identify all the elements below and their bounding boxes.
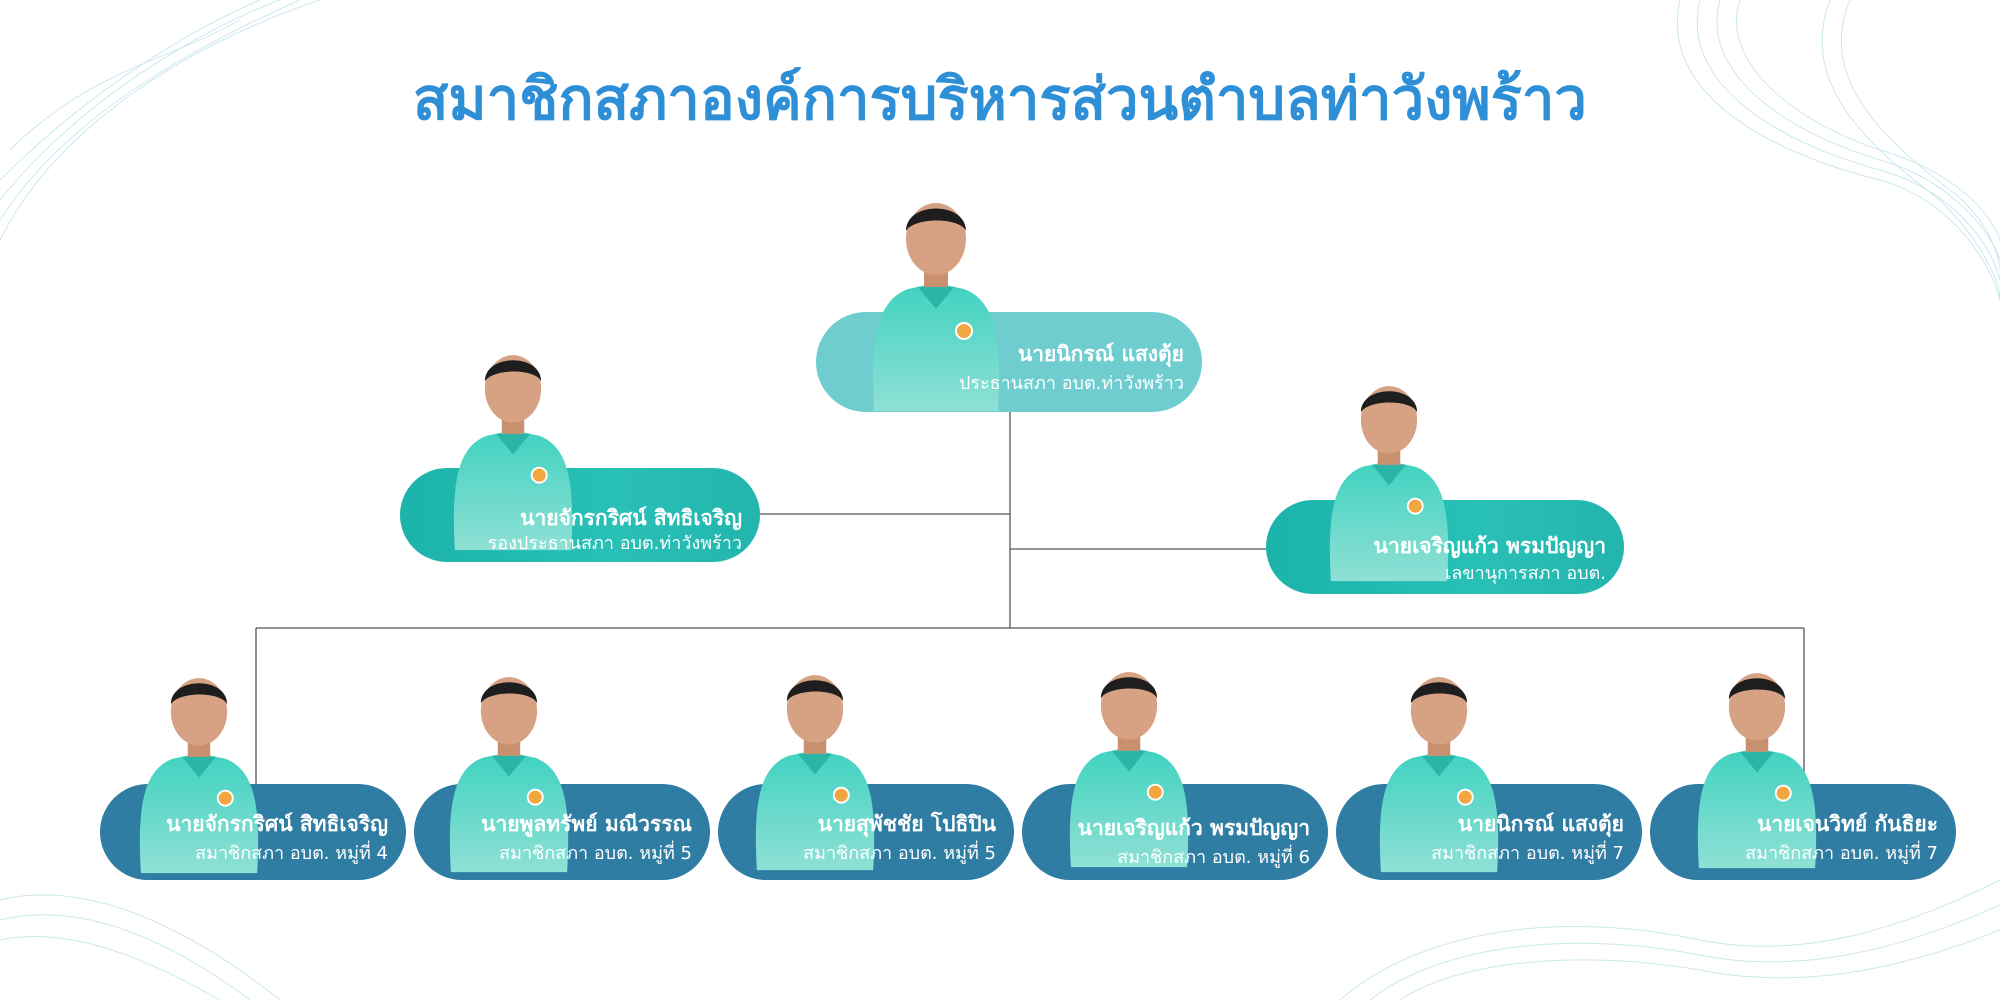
member-role: ประธานสภา อบต.ท่าวังพร้าว: [958, 373, 1184, 394]
member-role: รองประธานสภา อบต.ท่าวังพร้าว: [487, 533, 742, 554]
member-role: สมาชิกสภา อบต. หมู่ที่ 4: [195, 843, 388, 864]
member-role: สมาชิกสภา อบต. หมู่ที่ 5: [499, 843, 692, 864]
member-card-6: นายเจนวิทย์ กันธิยะ สมาชิกสภา อบต. หมู่ท…: [1650, 784, 1956, 880]
member-role: สมาชิกสภา อบต. หมู่ที่ 7: [1745, 843, 1938, 864]
member-role: สมาชิกสภา อบต. หมู่ที่ 7: [1431, 843, 1624, 864]
member-role: สมาชิกสภา อบต. หมู่ที่ 6: [1117, 847, 1310, 868]
member-name: นายจักรกริศน์ สิทธิเจริญ: [166, 812, 388, 836]
member-card-vice-president: นายจักรกริศน์ สิทธิเจริญ รองประธานสภา อบ…: [400, 468, 760, 562]
member-name: นายเจริญแก้ว พรมปัญญา: [1077, 816, 1310, 840]
member-name: นายนิกรณ์ แสงตุ้ย: [1017, 342, 1184, 366]
member-name: นายนิกรณ์ แสงตุ้ย: [1457, 812, 1624, 836]
member-role: สมาชิกสภา อบต. หมู่ที่ 5: [803, 843, 996, 864]
member-name: นายเจนวิทย์ กันธิยะ: [1756, 812, 1938, 836]
member-role: เลขานุการสภา อบต.: [1445, 563, 1606, 584]
member-card-3: นายสุพัชชัย โปธิปิน สมาชิกสภา อบต. หมู่ท…: [718, 784, 1014, 880]
member-name: นายสุพัชชัย โปธิปิน: [817, 812, 996, 836]
member-card-1: นายจักรกริศน์ สิทธิเจริญ สมาชิกสภา อบต. …: [100, 784, 406, 880]
member-name: นายจักรกริศน์ สิทธิเจริญ: [520, 506, 742, 530]
member-card-5: นายนิกรณ์ แสงตุ้ย สมาชิกสภา อบต. หมู่ที่…: [1336, 784, 1642, 880]
member-card-2: นายพูลทรัพย์ มณีวรรณ สมาชิกสภา อบต. หมู่…: [414, 784, 710, 880]
member-name: นายพูลทรัพย์ มณีวรรณ: [481, 812, 692, 836]
member-card-secretary: นายเจริญแก้ว พรมปัญญา เลขานุการสภา อบต.: [1266, 500, 1624, 594]
member-card-4: นายเจริญแก้ว พรมปัญญา สมาชิกสภา อบต. หมู…: [1022, 784, 1328, 880]
member-name: นายเจริญแก้ว พรมปัญญา: [1373, 534, 1606, 558]
page-title: สมาชิกสภาองค์การบริหารส่วนตำบลท่าวังพร้า…: [412, 65, 1588, 133]
member-card-president: นายนิกรณ์ แสงตุ้ย ประธานสภา อบต.ท่าวังพร…: [816, 312, 1202, 412]
